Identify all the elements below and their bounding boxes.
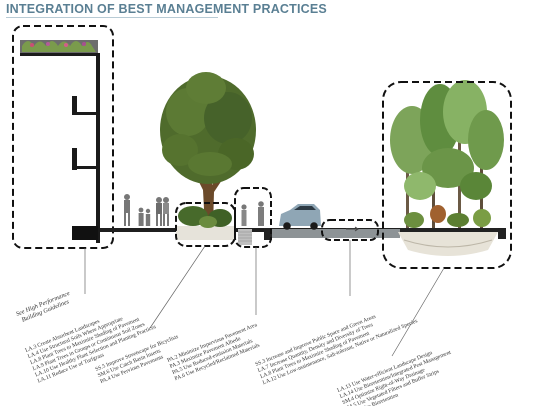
car [279, 204, 321, 230]
bioretention-area [390, 80, 504, 256]
roadway [272, 229, 400, 238]
group-bioretention: LA.13 Use Water-efficient Landscape Desi… [336, 349, 452, 406]
leader-lines [84, 240, 445, 357]
street-tree [160, 72, 256, 228]
pedestrians [124, 194, 169, 226]
building-callout-box [12, 25, 114, 249]
planter-callout-box [175, 202, 236, 247]
curb-zone [238, 201, 272, 245]
roadway-callout-box [321, 219, 379, 241]
bioretention-callout-box [382, 81, 512, 269]
title-underline [6, 17, 218, 18]
guideline-note: See High Performance Building Guidelines [15, 290, 71, 324]
planter [176, 206, 234, 240]
group-curb: PA.2 Minimize Impervious Pavement Area P… [167, 322, 261, 382]
curb-callout-box [234, 187, 272, 248]
building-section [20, 40, 100, 243]
diagram-title: Integration of Best Management Practices [6, 2, 327, 16]
